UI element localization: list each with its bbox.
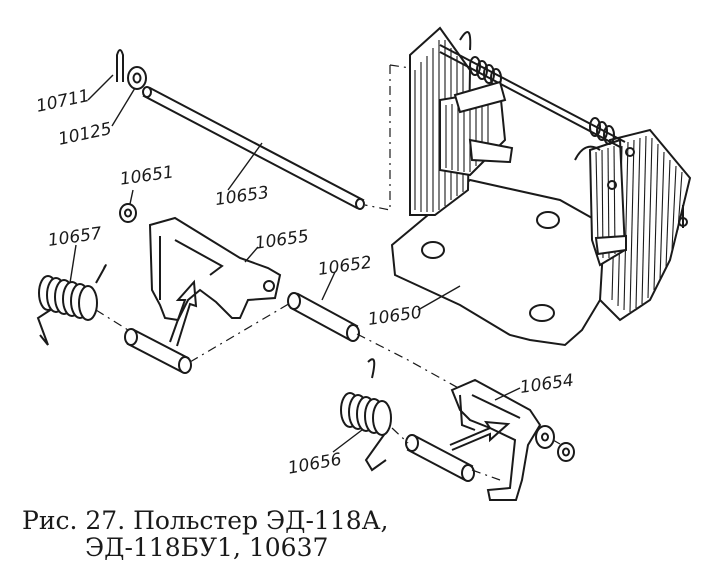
label-10657: 10657 [47, 224, 104, 251]
leader-lines [69, 74, 521, 453]
washer-10125 [127, 66, 147, 90]
long-rod-10653 [142, 86, 365, 210]
cotter-pin-10711 [116, 49, 124, 82]
lever-10655 [148, 216, 282, 347]
label-10655: 10655 [254, 227, 310, 254]
roller-left [124, 328, 192, 374]
label-10656: 10656 [286, 450, 343, 479]
label-10652: 10652 [317, 253, 373, 280]
label-10654: 10654 [519, 371, 575, 398]
label-10711: 10711 [34, 86, 91, 117]
lever-10654 [449, 378, 555, 501]
label-10125: 10125 [56, 119, 113, 150]
figure-caption-line1: Рис. 27. Польстер ЭД-118А, [22, 506, 389, 535]
torsion-spring-10656 [340, 358, 392, 472]
nut-10651 [119, 203, 137, 223]
roller-10652 [287, 292, 360, 342]
figure-caption-line2: ЭД-118БУ1, 10637 [85, 533, 329, 562]
label-10653: 10653 [214, 183, 270, 210]
nut-lower-right [557, 442, 575, 462]
top-spring-right [589, 117, 615, 145]
assembly-axes [95, 64, 561, 481]
roller-lower [405, 434, 475, 482]
label-10651: 10651 [119, 162, 175, 189]
frame-bracket-10650 [390, 26, 692, 347]
torsion-spring-10657 [36, 264, 107, 346]
label-10650: 10650 [367, 303, 423, 330]
